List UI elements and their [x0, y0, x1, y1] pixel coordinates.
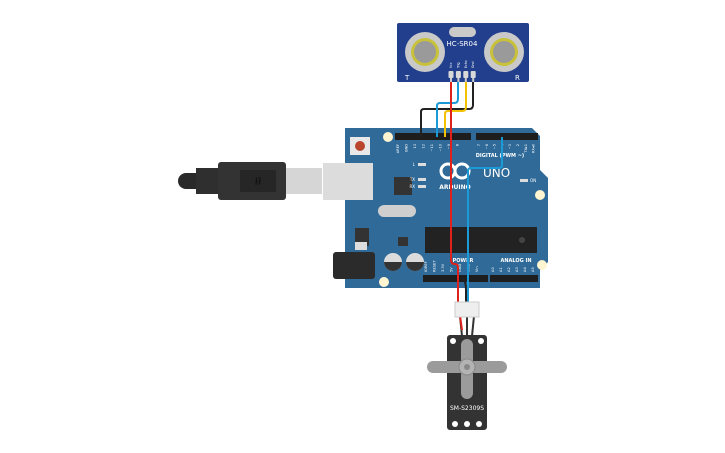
- power-jack: [333, 252, 375, 279]
- pin-label: AREF: [396, 144, 400, 153]
- servo-horn[interactable]: [427, 339, 507, 399]
- analog-label: ANALOG IN: [500, 258, 531, 264]
- pin-label: A5: [531, 267, 535, 272]
- pin-label: 8: [456, 143, 460, 146]
- pin-label: 7: [477, 144, 481, 146]
- pin-label: A4: [523, 267, 527, 272]
- pin-label: GND: [458, 264, 462, 272]
- on-label: ON: [530, 178, 536, 183]
- wire-gnd-sensor[interactable]: [420, 82, 474, 137]
- sensor-pin[interactable]: [455, 71, 461, 78]
- led-label: TX: [409, 177, 415, 182]
- power-label: POWER: [453, 258, 474, 264]
- pin-label: RX◂0: [532, 143, 536, 153]
- pin-label: 2: [516, 144, 520, 146]
- analog-header[interactable]: [490, 275, 538, 282]
- sensor-pin[interactable]: [470, 71, 476, 78]
- svg-text:ARDUINO: ARDUINO: [439, 184, 470, 191]
- servo-connector[interactable]: [454, 301, 480, 318]
- pin-label: A2: [507, 267, 511, 272]
- usb-icon: ⭿: [254, 175, 261, 188]
- sensor-pin-label: Trig: [456, 62, 460, 69]
- wire-servo-signal[interactable]: [467, 137, 503, 310]
- model-label: UNO: [483, 166, 510, 180]
- sensor-pin[interactable]: [448, 71, 454, 78]
- servo-model: SM-S2309S: [450, 405, 484, 412]
- sensor-pin[interactable]: [463, 71, 469, 78]
- arduino-uno-board[interactable]: L TX RX ON ARDUINO UNO DIGITAL (PWM ~) P…: [323, 128, 548, 288]
- pin-label: ~11: [430, 144, 434, 152]
- servo-motor[interactable]: SM-S2309S: [427, 301, 507, 430]
- digital-header-left[interactable]: [395, 133, 471, 140]
- usb-port: [323, 163, 373, 200]
- pin-label: ~6: [485, 143, 489, 149]
- transmitter-mark: T: [404, 74, 410, 82]
- pin-label: IOREF: [424, 261, 428, 272]
- wire-vcc[interactable]: [450, 82, 459, 310]
- pin-label: A1: [499, 267, 503, 272]
- pin-label: ~3: [508, 144, 512, 149]
- pin-label: 13: [413, 144, 417, 149]
- digital-header-right[interactable]: [476, 133, 538, 140]
- sensor-pin-label: Echo: [464, 60, 468, 68]
- pin-label: ~9: [447, 143, 451, 149]
- digital-label: DIGITAL (PWM ~): [476, 153, 524, 159]
- pin-label: 12: [422, 144, 426, 149]
- pin-label: ~5: [493, 144, 497, 149]
- pin-label: GND: [405, 144, 409, 152]
- sensor-name: HC-SR04: [447, 40, 478, 48]
- pin-label: TX▸1: [524, 144, 528, 154]
- pin-label: A0: [491, 267, 495, 272]
- pin-label: 3.3V: [441, 263, 445, 272]
- pin-label: A3: [515, 267, 519, 272]
- wire-trig[interactable]: [436, 82, 459, 137]
- crystal: [378, 205, 416, 217]
- pin-label: RESET: [433, 260, 437, 272]
- usb-cable[interactable]: ⭿: [178, 162, 322, 200]
- microcontroller-chip: [425, 227, 537, 253]
- pin-label: ~10: [439, 143, 443, 151]
- receiver-mark: R: [515, 74, 520, 82]
- power-header[interactable]: [423, 275, 488, 282]
- sensor-pin-label: Gnd: [471, 61, 475, 68]
- pin-label: 5V: [450, 267, 454, 272]
- sensor-pin-label: Vcc: [449, 62, 453, 68]
- pin-label: Vin: [475, 266, 479, 272]
- led-label: RX: [409, 184, 415, 189]
- led-label: L: [413, 162, 416, 167]
- wire-echo[interactable]: [444, 82, 467, 137]
